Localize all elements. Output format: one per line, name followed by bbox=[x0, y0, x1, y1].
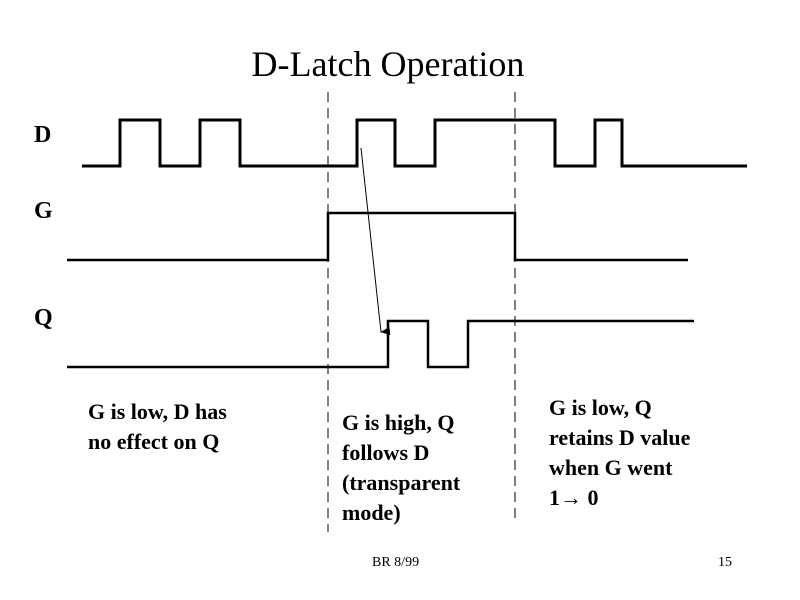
caption-g-high-transparent: G is high, Q follows D (transparent mode… bbox=[342, 410, 461, 525]
slide-title: D-Latch Operation bbox=[251, 44, 525, 84]
waveform-g bbox=[67, 211, 688, 262]
waveform-q bbox=[67, 319, 694, 369]
causality-arrow bbox=[360, 147, 391, 336]
signal-label-g: G bbox=[34, 198, 53, 224]
footer-author-date: BR 8/99 bbox=[372, 555, 420, 570]
footer-page-number: 15 bbox=[718, 555, 732, 570]
signal-label-d: D bbox=[34, 122, 52, 148]
caption-g-low-retains: G is low, Q retains D value when G went … bbox=[549, 395, 691, 510]
signal-label-q: Q bbox=[34, 305, 53, 331]
waveform-d bbox=[82, 118, 747, 168]
caption-g-low-no-effect: G is low, D has no effect on Q bbox=[88, 399, 227, 454]
